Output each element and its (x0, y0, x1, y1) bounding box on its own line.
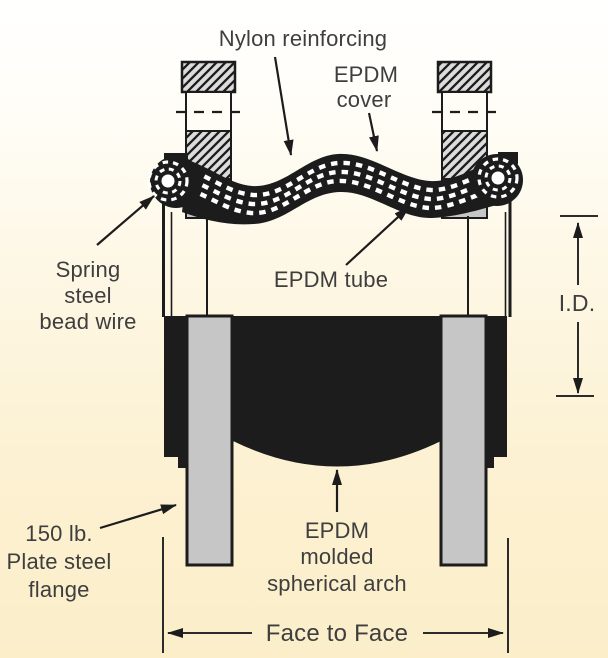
svg-text:steel: steel (64, 283, 111, 308)
svg-text:molded: molded (300, 544, 373, 569)
right-bolt-break (441, 91, 488, 132)
bellows-band (182, 153, 512, 225)
left-bead-wire (147, 153, 202, 208)
leader-arrow-flange (99, 503, 177, 530)
svg-text:cover: cover (337, 87, 392, 112)
epdm-tube-label: EPDM tube (274, 267, 388, 292)
epdm-cover-label: EPDM cover (334, 62, 398, 112)
leader-arrows (96, 56, 410, 530)
tube-wall-lines-right (467, 200, 512, 317)
plate-steel-flange-label: 150 lb. Plate steel flange (7, 521, 112, 602)
bellows-texture (188, 160, 507, 216)
id-dimension (556, 215, 598, 397)
svg-text:Plate steel: Plate steel (7, 549, 112, 574)
leader-arrow-cover (367, 112, 379, 152)
left-bead-texture-ring (147, 160, 189, 202)
right-bead-wire (471, 152, 523, 206)
spring-steel-bead-wire-label: Spring steel bead wire (39, 257, 136, 334)
leader-arrow-bead-wire (96, 195, 155, 246)
svg-text:bead wire: bead wire (39, 309, 136, 334)
left-bead-texture-ring (154, 167, 182, 195)
svg-text:spherical arch: spherical arch (267, 571, 407, 596)
left-bead-wire-dot (161, 174, 175, 188)
svg-text:150 lb.: 150 lb. (25, 521, 92, 546)
right-flange-plate (439, 314, 488, 567)
right-bead-texture-ring (477, 157, 519, 199)
left-flange-plate (185, 314, 234, 567)
face-to-face-label: Face to Face (266, 620, 408, 647)
rubber-bellows (182, 153, 512, 225)
right-bead-texture-ring (484, 164, 512, 192)
id-label: I.D. (559, 290, 596, 316)
svg-text:Spring: Spring (56, 257, 121, 282)
right-bead-wire-dot (491, 171, 505, 185)
svg-text:EPDM: EPDM (334, 62, 398, 87)
right-bolt-nut (436, 60, 493, 94)
svg-text:EPDM: EPDM (305, 518, 369, 543)
face-to-face-dimension (162, 537, 509, 653)
leader-arrow-tube (345, 206, 410, 266)
svg-text:flange: flange (28, 577, 89, 602)
leader-arrow-nylon (273, 56, 294, 156)
nylon-reinforcing-label: Nylon reinforcing (219, 26, 387, 51)
molded-spherical-arch-label: EPDM molded spherical arch (267, 518, 407, 596)
tube-wall-lines-left (162, 202, 208, 317)
left-bolt-break (185, 91, 232, 132)
left-bolt-nut (180, 60, 237, 94)
joint-body (164, 316, 507, 468)
